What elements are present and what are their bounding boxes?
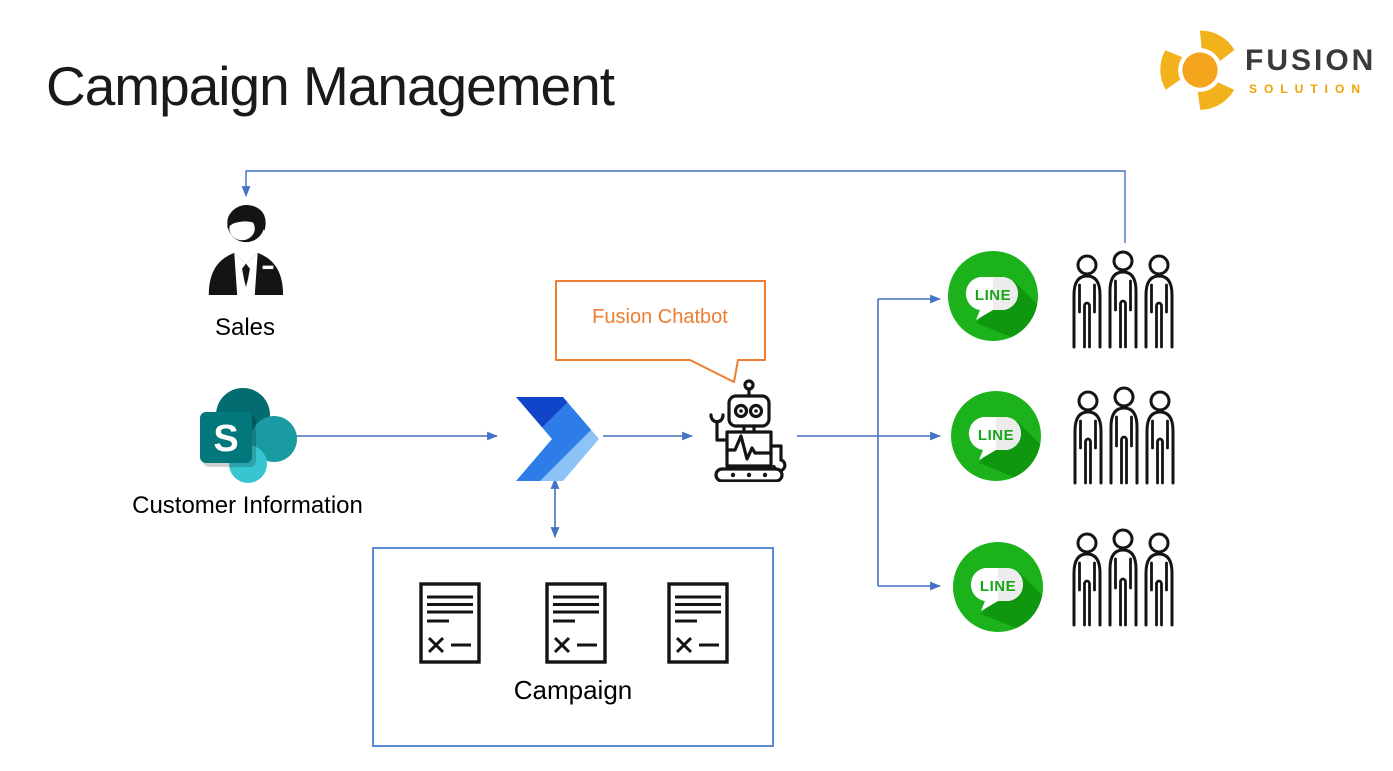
people-group-icon bbox=[1072, 528, 1174, 627]
campaign-box: Campaign bbox=[372, 547, 774, 747]
customer-information-label: Customer Information bbox=[132, 492, 363, 519]
power-automate-icon bbox=[516, 397, 599, 481]
document-icon bbox=[667, 582, 729, 664]
fusion-swirl-icon bbox=[1160, 30, 1235, 110]
document-icon bbox=[545, 582, 607, 664]
line-label: LINE bbox=[975, 287, 1011, 304]
businessman-icon bbox=[208, 205, 284, 295]
line-app-icon: LINE bbox=[951, 391, 1041, 481]
robot-icon bbox=[709, 379, 787, 482]
sales-label: Sales bbox=[214, 314, 276, 341]
sharepoint-s-letter: S bbox=[213, 418, 238, 460]
people-group-icon bbox=[1072, 250, 1174, 349]
feedback-arrow bbox=[241, 170, 1126, 243]
logo-brand-text: FUSION bbox=[1245, 44, 1377, 77]
line-label: LINE bbox=[980, 578, 1016, 595]
chatbot-callout-label: Fusion Chatbot bbox=[592, 306, 728, 328]
people-group-icon bbox=[1073, 386, 1175, 485]
campaign-label: Campaign bbox=[513, 675, 633, 705]
chatbot-callout-bubble bbox=[555, 280, 766, 383]
page-title: Campaign Management bbox=[46, 55, 615, 117]
document-icon bbox=[419, 582, 481, 664]
line-app-icon: LINE bbox=[953, 542, 1043, 632]
line-app-icon: LINE bbox=[948, 251, 1038, 341]
line-label: LINE bbox=[978, 427, 1014, 444]
sharepoint-icon: S bbox=[200, 388, 297, 483]
logo-subtitle-text: SOLUTION bbox=[1249, 82, 1367, 96]
